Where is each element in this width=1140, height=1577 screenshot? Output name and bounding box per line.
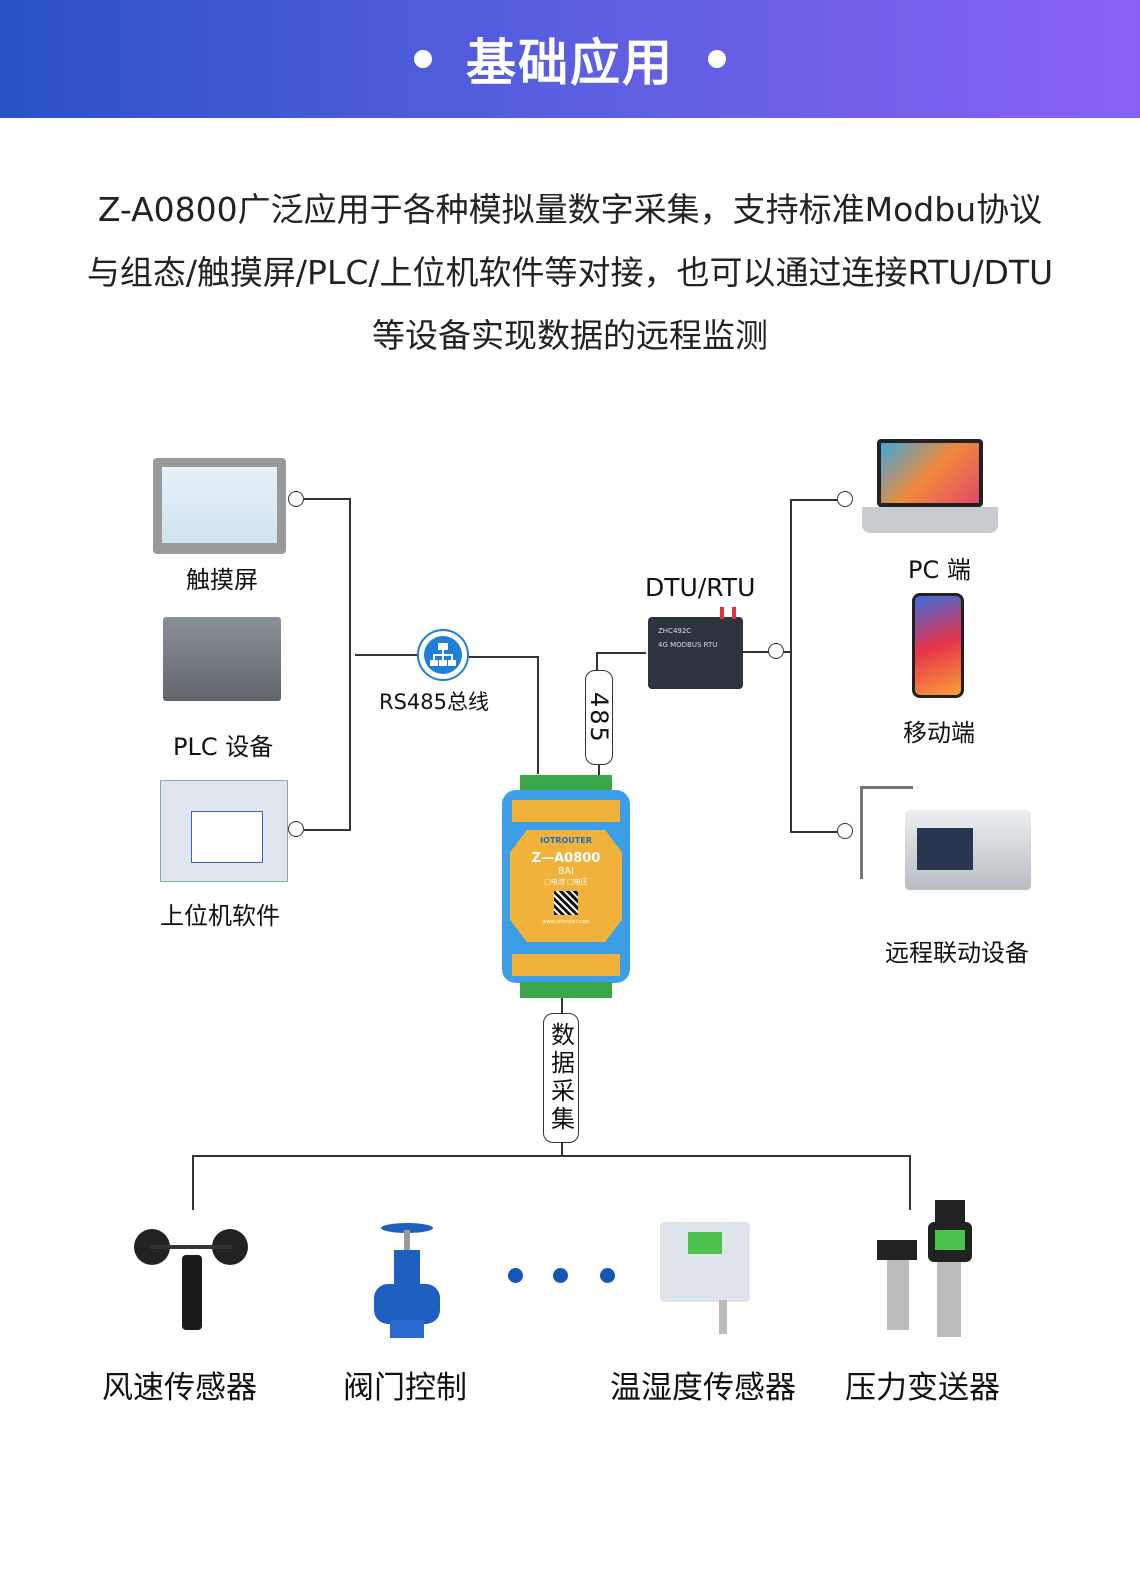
phone-image — [912, 593, 964, 698]
connector-line — [790, 831, 838, 833]
node-icon — [837, 823, 853, 839]
temp-humidity-sensor-image — [660, 1222, 750, 1302]
antenna-icon — [720, 607, 724, 619]
connector-line — [909, 1155, 911, 1210]
dot-icon — [708, 50, 726, 68]
intro-line: 与组态/触摸屏/PLC/上位机软件等对接，也可以通过连接RTU/DTU — [86, 253, 1054, 292]
header-banner: 基础应用 — [0, 0, 1140, 118]
touchscreen-label: 触摸屏 — [186, 566, 258, 594]
connector-line — [790, 499, 792, 832]
laptop-image — [877, 439, 983, 507]
node-icon — [837, 491, 853, 507]
valve-label: 阀门控制 — [343, 1370, 467, 1406]
dot-icon — [414, 50, 432, 68]
remote-label: 远程联动设备 — [885, 939, 1029, 967]
device-model: Z—A0800 — [531, 851, 601, 866]
connector-line — [192, 1155, 910, 1157]
wind-sensor-label: 风速传感器 — [102, 1370, 257, 1406]
antenna-icon — [732, 607, 736, 619]
dtu-label: DTU/RTU — [645, 573, 756, 602]
dtu-model: ZHC492C — [658, 627, 692, 635]
software-image — [160, 780, 288, 882]
remote-equipment-image — [905, 810, 1031, 890]
current-option: □电流 — [544, 878, 565, 886]
ellipsis-dot-icon — [553, 1268, 568, 1283]
pressure-transmitter-image — [875, 1200, 975, 1345]
laptop-base — [862, 507, 998, 533]
ellipsis-dot-icon — [600, 1268, 615, 1283]
connector-line — [561, 1143, 563, 1155]
voltage-option: □电压 — [567, 878, 588, 886]
page-title: 基础应用 — [466, 34, 674, 92]
valve-image — [370, 1222, 445, 1342]
probe — [719, 1300, 727, 1334]
rs485-bus-label: RS485总线 — [379, 690, 490, 714]
anemometer-image — [130, 1225, 252, 1335]
pc-label: PC 端 — [908, 556, 971, 584]
terminal-block-top — [520, 775, 612, 791]
data-collect-pill: 数据采集 — [543, 1013, 579, 1143]
plc-image — [163, 617, 281, 701]
connector-line — [561, 998, 563, 1013]
terminal-block-bottom — [520, 982, 612, 998]
connector-line — [192, 1155, 194, 1210]
connector-line — [790, 499, 838, 501]
qr-code — [554, 891, 578, 915]
temp-humidity-label: 温湿度传感器 — [610, 1370, 796, 1406]
dtu-sub: 4G MODBUS RTU — [658, 641, 718, 649]
device-brand: IOTROUTER — [540, 836, 592, 845]
connector-line — [304, 498, 351, 500]
connector-line — [349, 498, 351, 831]
plc-label: PLC 设备 — [173, 733, 274, 761]
connector-line — [784, 651, 791, 653]
link-485-pill: 485 — [585, 670, 613, 765]
nozzle-image — [860, 786, 913, 879]
intro-text: Z-A0800广泛应用于各种模拟量数字采集，支持标准Modbu协议 与组态/触摸… — [20, 178, 1120, 367]
connector-line — [598, 765, 600, 775]
ellipsis-dot-icon — [508, 1268, 523, 1283]
network-icon — [417, 629, 469, 681]
data-collect-label: 数据采集 — [546, 1022, 575, 1134]
connector-line — [537, 656, 539, 774]
dtu-image: ZHC492C 4G MODBUS RTU — [648, 617, 743, 689]
z-a0800-device: IOTROUTER Z—A0800 8AI □电流 □电压 www.iotrou… — [502, 790, 630, 983]
connector-line — [468, 656, 538, 658]
node-icon — [288, 821, 304, 837]
connector-line — [596, 652, 646, 654]
software-label: 上位机软件 — [160, 902, 280, 930]
connector-line — [743, 651, 769, 653]
node-icon — [768, 643, 784, 659]
pressure-label: 压力变送器 — [845, 1370, 1000, 1406]
device-channels: 8AI — [557, 866, 575, 877]
link-485-label: 485 — [585, 691, 613, 744]
connector-line — [304, 829, 351, 831]
connector-line — [355, 654, 419, 656]
intro-line: 等设备实现数据的远程监测 — [372, 316, 768, 355]
connector-line — [596, 652, 598, 670]
node-icon — [288, 491, 304, 507]
touchscreen-image — [153, 458, 286, 554]
device-url: www.iotrouter.com — [542, 919, 590, 925]
intro-line: Z-A0800广泛应用于各种模拟量数字采集，支持标准Modbu协议 — [97, 190, 1043, 229]
mobile-label: 移动端 — [903, 719, 975, 747]
